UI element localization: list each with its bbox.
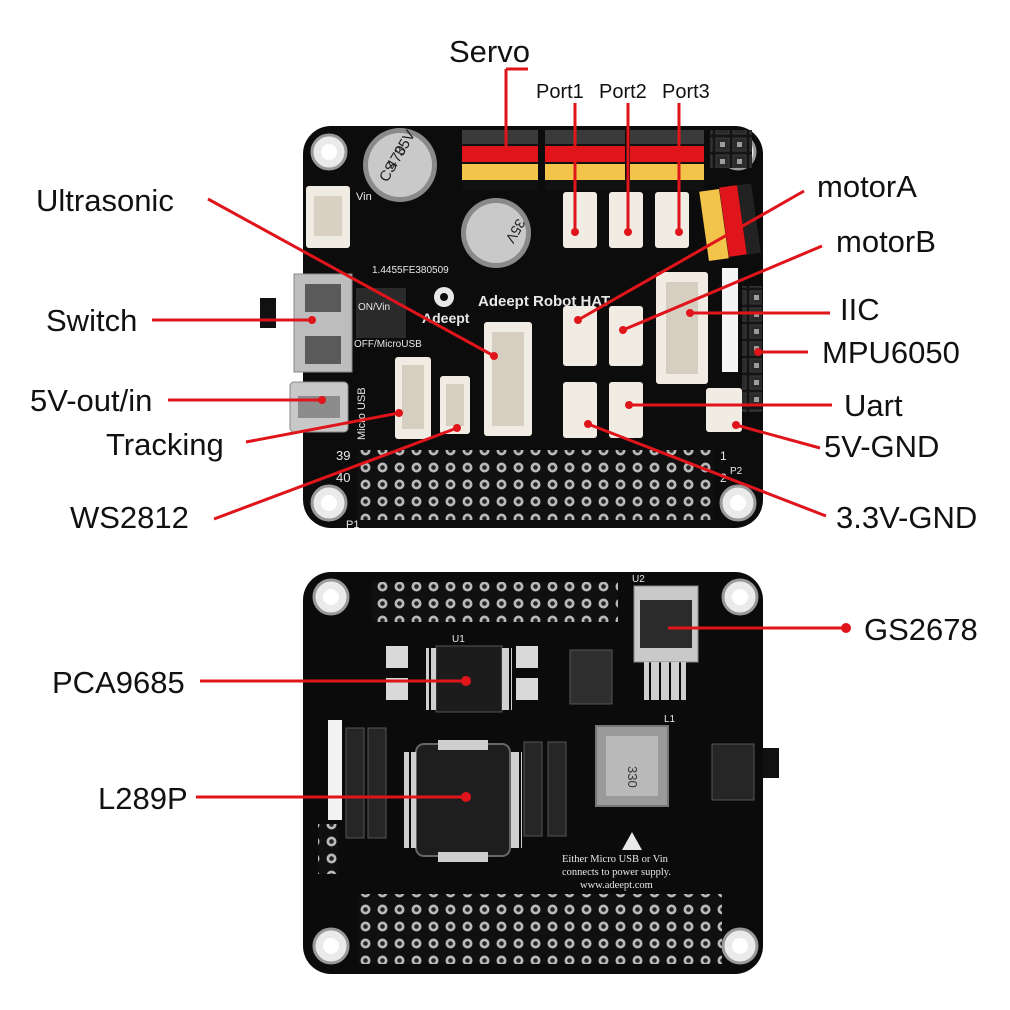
mpu6050-header [742,286,762,412]
white-strip-left [328,720,342,820]
diode-d2 [367,727,387,839]
port2-connector [609,192,643,248]
label-gs2678: GS2678 [864,612,978,647]
pin-40-silk: 40 [336,470,350,485]
micro-usb-silk: Micro USB [356,387,368,440]
on-vin-silk: ON/Vin [358,302,390,313]
mounting-holes-bottom [312,578,759,965]
port3-connector [655,192,689,248]
label-motorB: motorB [836,224,936,259]
pin-39-silk: 39 [336,448,350,463]
rn-mid-left [386,678,408,700]
five-v-gnd-connector [706,388,742,432]
u2-silk: U2 [632,574,645,585]
serial-silk: 1.4455FE380509 [372,265,449,276]
label-switch: Switch [46,303,137,338]
label-mpu6050: MPU6050 [822,335,960,370]
motorB-connector [609,306,643,366]
brand-silk: Adeept [422,310,470,326]
off-usb-silk: OFF/MicroUSB [354,339,422,350]
bottom-board: U2 U1 [303,572,779,974]
diode-d5 [523,741,543,837]
label-port1: Port1 [536,81,584,103]
gs2678-regulator [633,585,699,700]
servo-headers [462,130,752,190]
label-ws2812: WS2812 [70,500,189,535]
gpio-header-top [357,450,714,520]
p2-silk: P2 [730,466,743,477]
label-3v3-gnd: 3.3V-GND [836,500,977,535]
label-ultrasonic: Ultrasonic [36,183,174,218]
diode-d4 [547,741,567,837]
website-silk: www.adeept.com [580,880,653,891]
label-uart: Uart [844,388,903,423]
label-l289p: L289P [98,781,188,816]
p1-silk: P1 [346,519,359,531]
rn-mid-right [516,678,538,700]
motorA-connector [563,306,597,366]
callout-labels: Servo Port1 Port2 Port3 Ultrasonic motor… [30,34,978,816]
label-port3: Port3 [662,81,710,103]
label-iic: IIC [840,292,880,327]
motor-headers [699,183,761,262]
capacitor-top-left: CS 470 35V [363,127,437,202]
pin-2-silk: 2 [720,471,727,485]
pin-1-silk: 1 [720,449,727,463]
power-note-line2: connects to power supply. [562,867,671,878]
label-5v-gnd: 5V-GND [824,429,939,464]
inductor-ref-silk: L1 [664,714,676,725]
diode-d1 [569,649,613,705]
port1-connector [563,192,597,248]
diode-d0 [711,743,755,801]
rn3 [516,646,538,668]
power-note-line1: Either Micro USB or Vin [562,854,669,865]
label-pca9685: PCA9685 [52,665,185,700]
gnd-3v3-connector [563,382,597,438]
u1-silk: U1 [452,634,465,645]
gpio-header-bottom [358,894,722,964]
label-port2: Port2 [599,81,647,103]
uart-connector [609,382,643,438]
board-title-silk: Adeept Robot HAT [478,293,610,310]
capacitor-center: 35V [461,198,531,268]
through-holes-left [318,824,338,874]
label-motorA: motorA [817,169,917,204]
rn4 [386,646,408,668]
inductor-value-silk: 330 [625,766,640,788]
adeept-logo [434,287,454,307]
vin-silk: Vin [356,191,372,203]
diode-d6 [345,727,365,839]
switch-side [763,748,779,778]
caution-triangle [622,832,642,850]
label-5v-out-in: 5V-out/in [30,383,152,418]
top-board: CS 470 35V 35V Vin 1.4455FE380509 ON/Vin… [260,126,763,531]
leader-lines [152,67,851,802]
inductor-l1 [595,725,669,807]
label-tracking: Tracking [106,427,224,462]
through-holes-top-row [372,582,618,622]
label-servo: Servo [449,34,530,69]
